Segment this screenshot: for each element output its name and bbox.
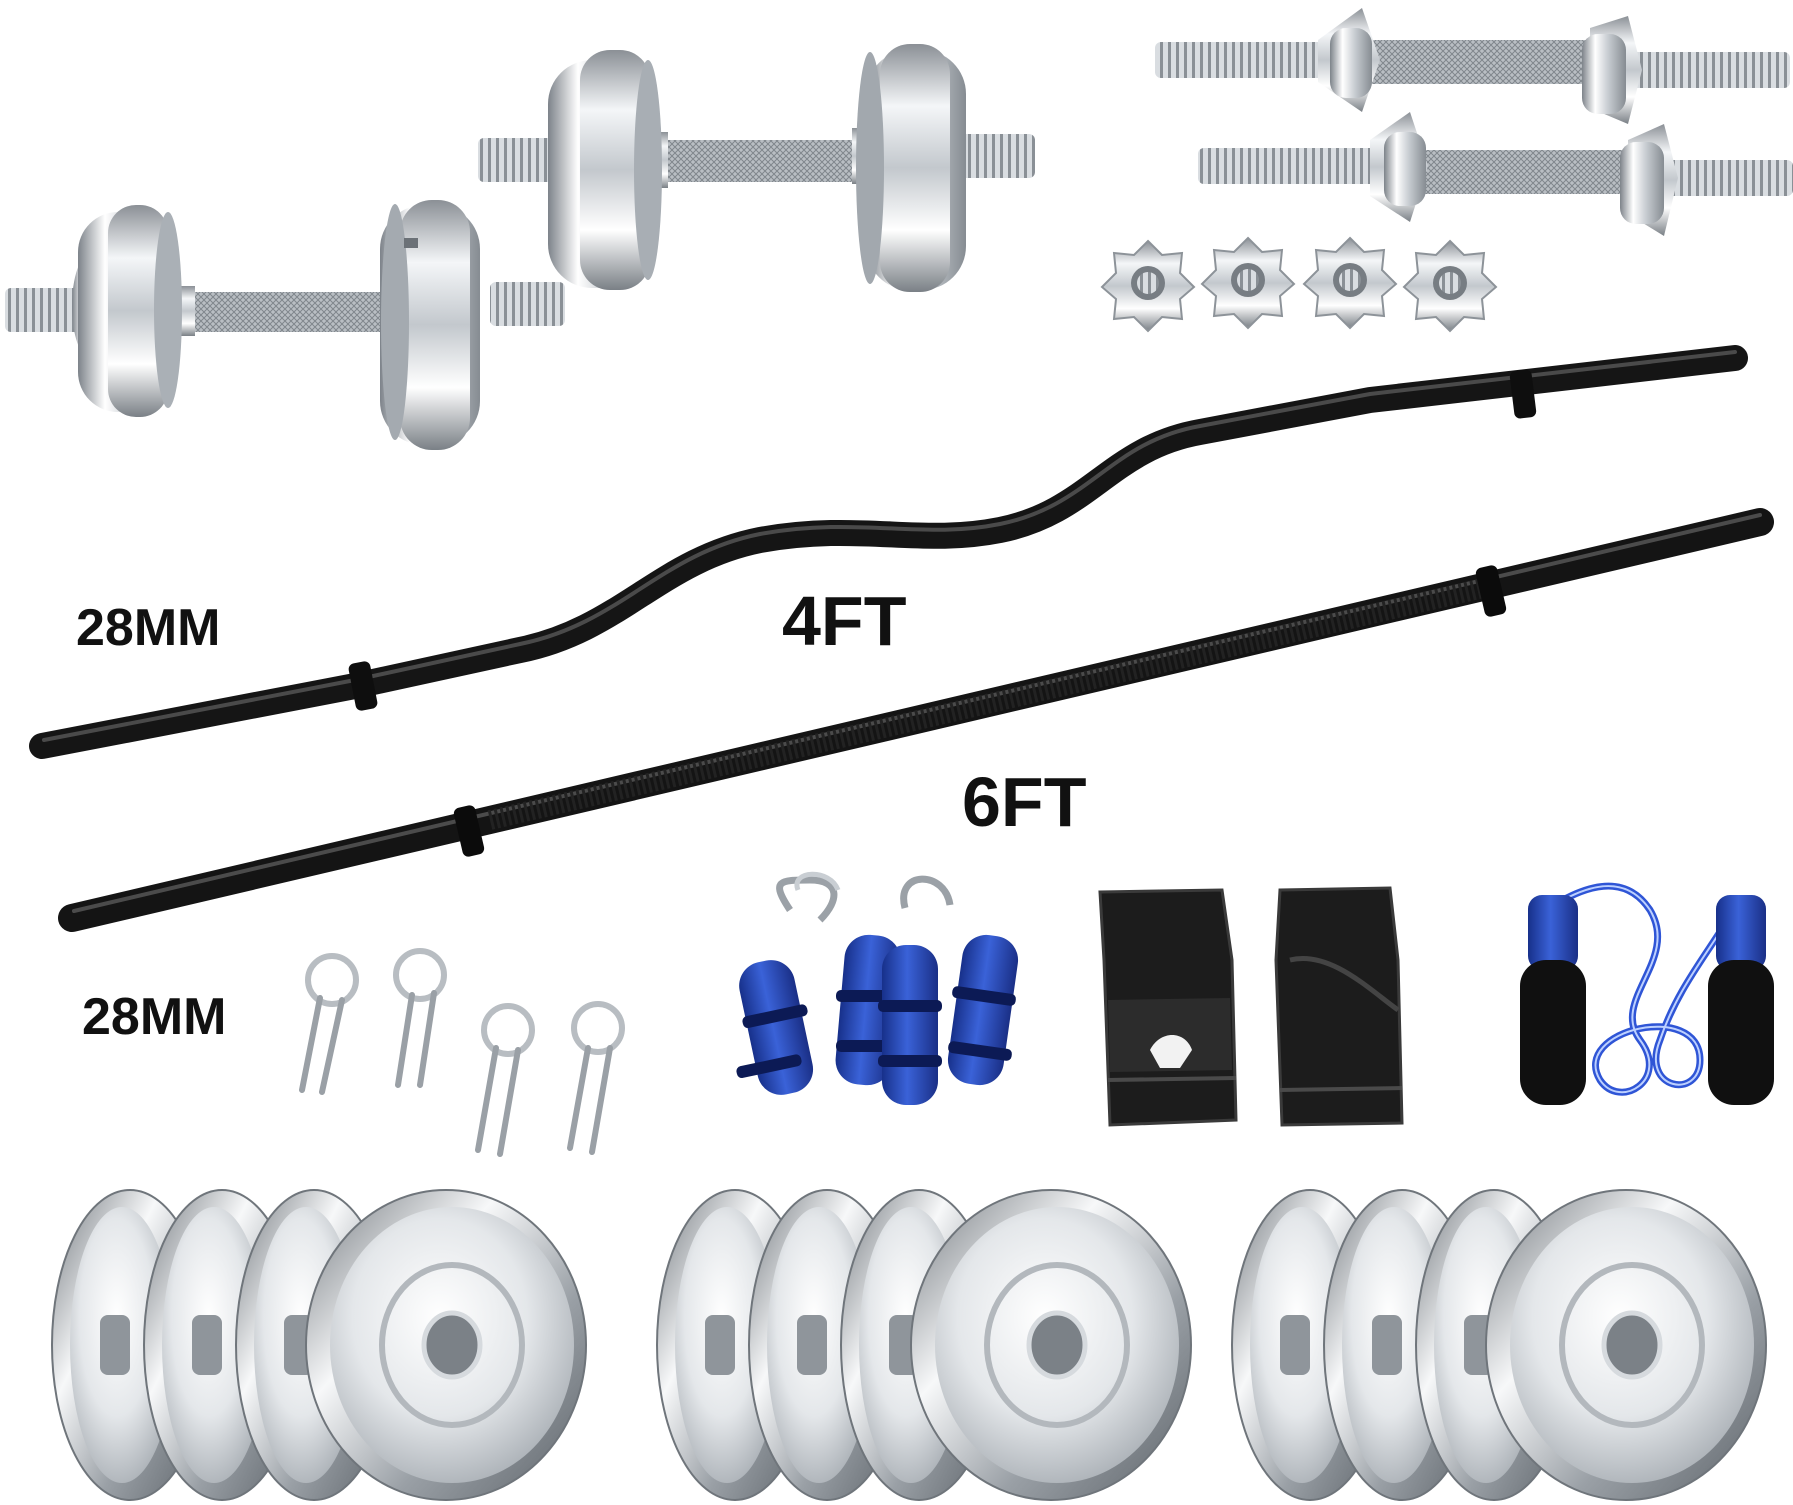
curl-bar-length-label: 4FT: [782, 582, 906, 660]
star-lock-nut-icon: [1100, 236, 1498, 333]
skipping-rope-icon: [1520, 882, 1774, 1105]
straight-bar-diameter-label: 28MM: [82, 988, 226, 1046]
weight-plate: [1485, 1189, 1767, 1501]
straight-bar-length-label: 6FT: [962, 763, 1086, 841]
spring-collar-icon: [299, 948, 625, 1157]
weight-plate: [305, 1189, 587, 1501]
curl-bar-icon: [29, 345, 1748, 759]
hand-gripper-icon: [736, 871, 1019, 1105]
gym-glove-icon: [1098, 886, 1404, 1127]
curl-bar-diameter-label: 28MM: [76, 599, 220, 657]
dumbbell-icon: [5, 200, 565, 450]
straight-bar-icon: [58, 508, 1774, 932]
weight-plate: [910, 1189, 1192, 1501]
weight-plate-icon: [51, 1189, 1767, 1501]
dumbbell-icon: [478, 44, 1035, 292]
dumbbell-rod-icon: [1155, 8, 1793, 236]
